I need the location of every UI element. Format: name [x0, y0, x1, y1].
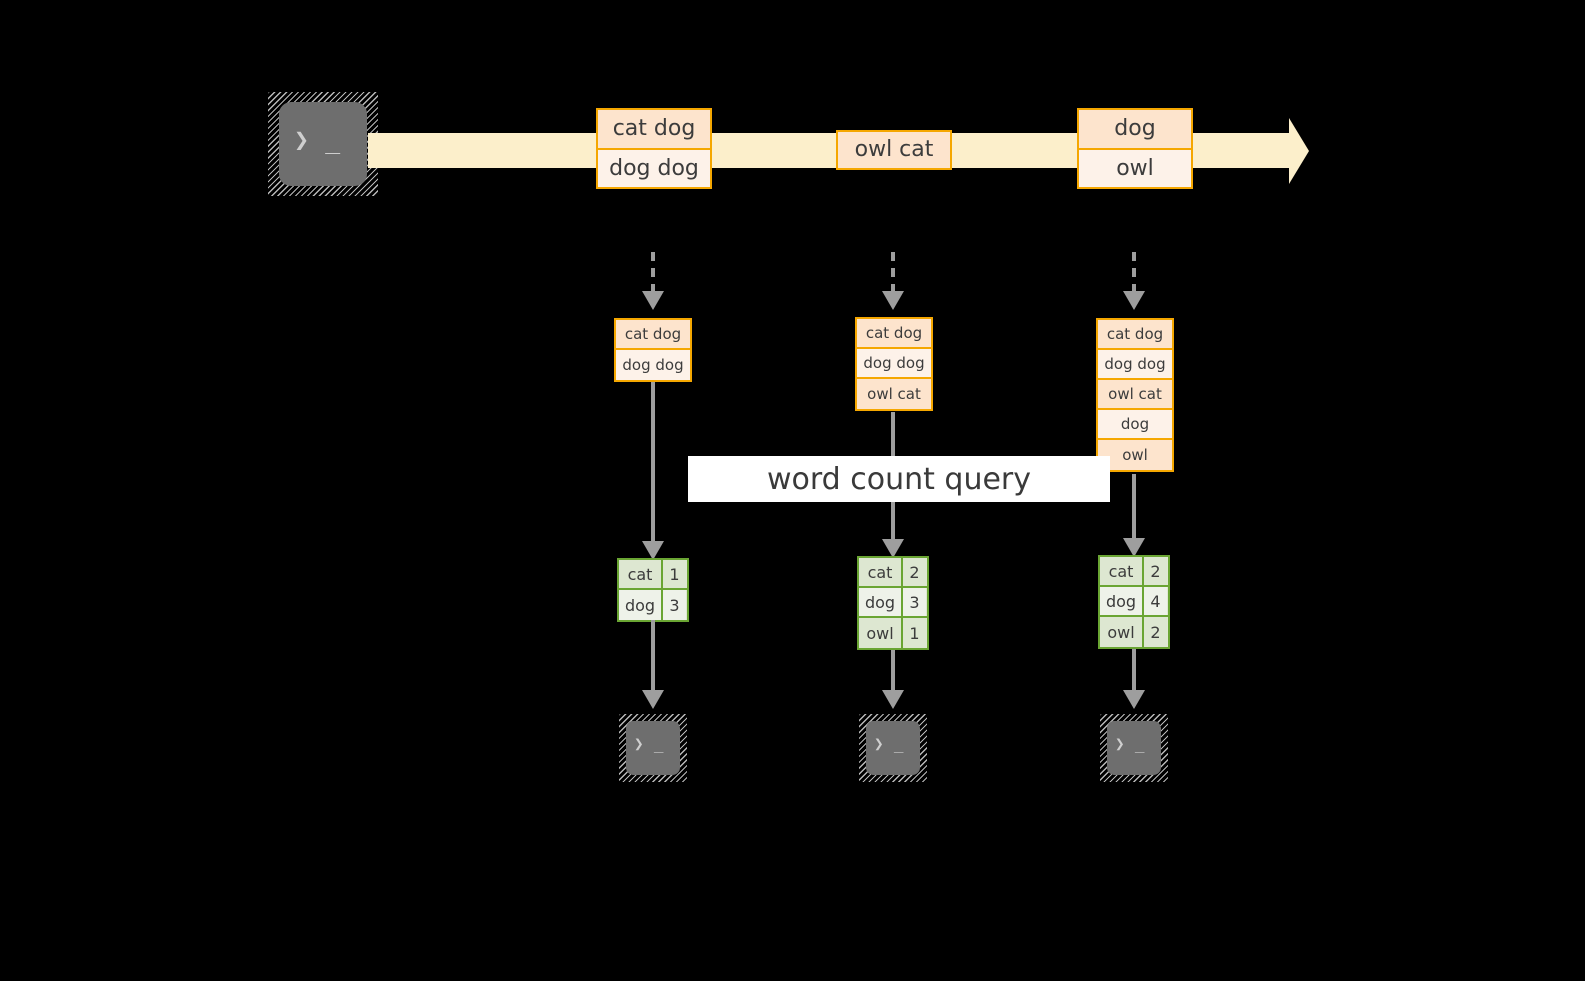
table-row: owl 1 [859, 618, 927, 648]
trigger-2-dashed-arrowhead [882, 291, 904, 310]
table-row: cat 1 [619, 560, 687, 590]
trigger-1-query-arrowhead [642, 541, 664, 560]
terminal-face [1107, 721, 1161, 775]
result-count-cell: 2 [1144, 557, 1167, 585]
trigger-2-sink-terminal-icon: ❯ _ [859, 714, 927, 782]
result-word-cell: cat [619, 560, 663, 588]
terminal-prompt-glyph: ❯ _ [874, 734, 904, 753]
trigger-1-sink-connector [651, 620, 655, 692]
trigger-3-sink-connector [1132, 649, 1136, 692]
trigger-3-input-row: cat dog [1098, 320, 1172, 350]
result-word-cell: cat [1100, 557, 1144, 585]
input-stream-arrowhead [1289, 118, 1309, 184]
trigger-1-input-row: dog dog [616, 350, 690, 380]
terminal-prompt-glyph: ❯ _ [634, 734, 664, 753]
trigger-2-result-table: cat 2 dog 3 owl 1 [857, 556, 929, 650]
trigger-2-query-arrowhead [882, 539, 904, 558]
result-word-cell: dog [619, 590, 663, 620]
trigger-2-input-row: dog dog [857, 349, 931, 379]
trigger-3-input-row: owl cat [1098, 380, 1172, 410]
table-row: cat 2 [1100, 557, 1168, 587]
table-row: dog 4 [1100, 587, 1168, 617]
trigger-1-input-row: cat dog [616, 320, 690, 350]
trigger-3-result-table: cat 2 dog 4 owl 2 [1098, 555, 1170, 649]
source-terminal-icon: ❯ _ [268, 92, 378, 196]
table-row: owl 2 [1100, 617, 1168, 647]
trigger-3-input-row: dog dog [1098, 350, 1172, 380]
trigger-2-input-row: owl cat [857, 379, 931, 409]
trigger-2-input-table: cat dog dog dog owl cat [855, 317, 933, 411]
trigger-1-sink-terminal-icon: ❯ _ [619, 714, 687, 782]
trigger-2-sink-arrowhead [882, 690, 904, 709]
trigger-3-dashed-connector [1132, 252, 1136, 292]
trigger-3-input-row: dog [1098, 410, 1172, 440]
stream-record-1-line-1: cat dog [596, 108, 712, 149]
terminal-prompt-glyph: ❯ _ [1115, 734, 1145, 753]
trigger-3-sink-terminal-icon: ❯ _ [1100, 714, 1168, 782]
trigger-1-result-table: cat 1 dog 3 [617, 558, 689, 622]
result-count-cell: 1 [903, 618, 926, 648]
result-count-cell: 1 [663, 560, 686, 588]
result-count-cell: 2 [903, 558, 926, 586]
result-count-cell: 2 [1144, 617, 1167, 647]
terminal-face [279, 102, 367, 186]
result-count-cell: 4 [1144, 587, 1167, 615]
terminal-prompt-glyph: ❯ _ [294, 125, 341, 154]
result-word-cell: dog [1100, 587, 1144, 615]
stream-record-3-line-1: dog [1077, 108, 1193, 149]
result-count-cell: 3 [663, 590, 686, 620]
result-count-cell: 3 [903, 588, 926, 616]
table-row: dog 3 [619, 590, 687, 620]
trigger-3-dashed-arrowhead [1123, 291, 1145, 310]
query-banner: word count query [688, 456, 1110, 502]
stream-record-3-line-2: owl [1077, 149, 1193, 189]
trigger-3-input-row: owl [1098, 440, 1172, 470]
trigger-3-query-arrowhead [1123, 538, 1145, 557]
result-word-cell: owl [859, 618, 903, 648]
trigger-3-sink-arrowhead [1123, 690, 1145, 709]
trigger-1-query-connector [651, 382, 655, 549]
trigger-3-input-table: cat dog dog dog owl cat dog owl [1096, 318, 1174, 472]
trigger-3-query-connector [1132, 474, 1136, 546]
trigger-1-input-table: cat dog dog dog [614, 318, 692, 382]
trigger-2-input-row: cat dog [857, 319, 931, 349]
trigger-2-dashed-connector [891, 252, 895, 292]
terminal-face [866, 721, 920, 775]
result-word-cell: cat [859, 558, 903, 586]
terminal-face [626, 721, 680, 775]
trigger-2-sink-connector [891, 650, 895, 692]
result-word-cell: owl [1100, 617, 1144, 647]
stream-record-1-line-2: dog dog [596, 149, 712, 189]
stream-record-2-line-1: owl cat [836, 130, 952, 170]
query-banner-label: word count query [766, 461, 1032, 497]
table-row: cat 2 [859, 558, 927, 588]
trigger-1-sink-arrowhead [642, 690, 664, 709]
result-word-cell: dog [859, 588, 903, 616]
trigger-1-dashed-arrowhead [642, 291, 664, 310]
table-row: dog 3 [859, 588, 927, 618]
trigger-1-dashed-connector [651, 252, 655, 292]
